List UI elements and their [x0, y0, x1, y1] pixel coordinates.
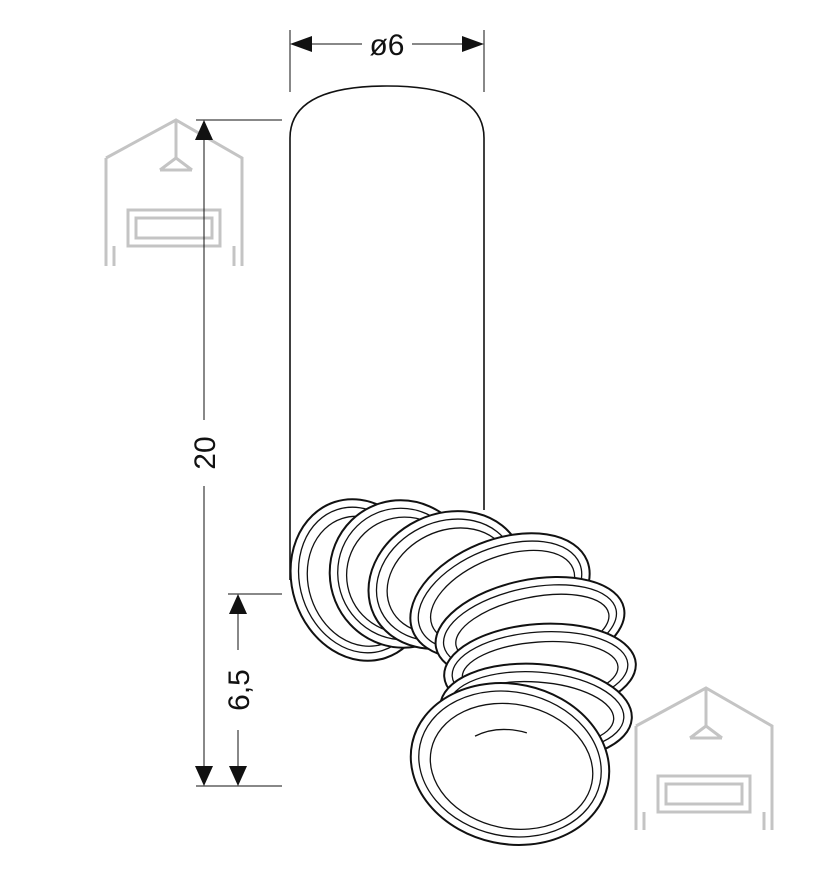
arrow-up-icon: [229, 594, 247, 614]
arrow-up-icon: [195, 120, 213, 140]
cylinder-body: [289, 85, 485, 580]
diameter-dimension: ø6: [289, 29, 485, 92]
head-height-dimension: 6,5: [223, 593, 282, 786]
spiral-ring-head: [289, 498, 637, 846]
height-head-label: 6,5: [223, 669, 256, 711]
arrow-down-icon: [229, 766, 247, 786]
house-logo-icon: [104, 118, 244, 266]
arrow-right-icon: [462, 36, 484, 52]
height-total-label: 20: [189, 436, 222, 469]
house-logo-icon: [634, 686, 774, 830]
arrow-left-icon: [290, 36, 312, 52]
total-height-dimension: 20: [189, 119, 282, 787]
arrow-down-icon: [195, 766, 213, 786]
diameter-label: ø6: [369, 29, 404, 62]
